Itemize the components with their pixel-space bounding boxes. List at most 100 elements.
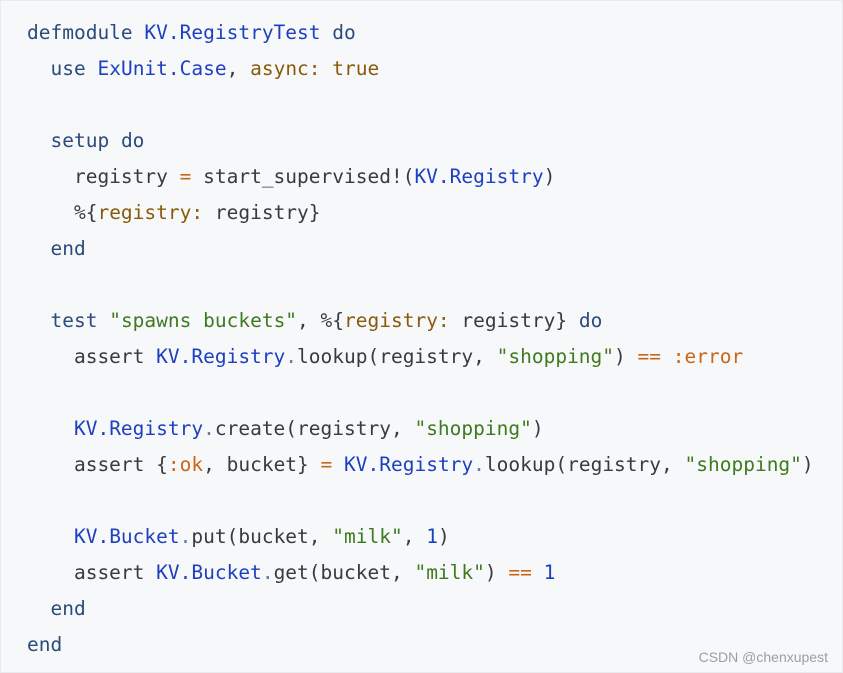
code-line (27, 483, 842, 519)
code-token: = (320, 453, 333, 476)
code-token: == (508, 561, 532, 584)
code-line: %{registry: registry} (27, 195, 842, 231)
code-token: KV.Bucket (156, 561, 262, 584)
code-line (27, 87, 842, 123)
code-token (27, 237, 50, 260)
code-token: create(registry, (214, 417, 415, 440)
code-token: ExUnit.Case (97, 57, 227, 80)
code-token: ) (614, 345, 638, 368)
code-token: %{ (27, 201, 98, 224)
code-token: "milk" (332, 525, 403, 548)
code-token (321, 57, 333, 80)
code-token: "milk" (414, 561, 485, 584)
code-token: assert (27, 345, 157, 368)
code-token: assert { (27, 453, 168, 476)
code-token (27, 57, 50, 80)
code-token: KV.Bucket (73, 525, 180, 548)
code-token: . (261, 561, 274, 584)
code-token: lookup(registry, (484, 453, 685, 476)
code-line: assert KV.Bucket.get(bucket, "milk") == … (27, 555, 842, 591)
code-token (661, 345, 673, 368)
code-token: ) (484, 561, 509, 584)
code-token: registry: (344, 309, 450, 332)
code-token: ) (437, 525, 450, 548)
code-token: test (50, 309, 98, 332)
code-token: . (285, 345, 298, 368)
code-token: . (473, 453, 485, 476)
code-token: ) (801, 453, 814, 476)
code-token: "spawns buckets" (109, 309, 298, 332)
code-token: "shopping" (496, 345, 615, 368)
code-token (27, 129, 50, 152)
code-token: 1 (543, 561, 556, 584)
code-line: setup do (27, 123, 842, 159)
code-line: defmodule KV.RegistryTest do (27, 15, 842, 51)
code-token: "shopping" (414, 417, 532, 440)
code-token: == (637, 345, 661, 368)
code-token (27, 417, 74, 440)
code-line: registry = start_supervised!(KV.Registry… (27, 159, 842, 195)
code-token: , bucket} (203, 453, 321, 476)
code-token: :ok (167, 453, 204, 476)
code-token (86, 57, 98, 80)
code-token (109, 129, 121, 152)
code-token: end (50, 597, 86, 620)
code-token: KV.Registry (344, 453, 474, 476)
code-token: do (578, 309, 603, 332)
code-token: end (27, 633, 63, 656)
code-token: . (203, 417, 215, 440)
code-line: KV.Registry.create(registry, "shopping") (27, 411, 842, 447)
csdn-watermark: CSDN @chenxupest (698, 649, 828, 665)
code-line: end (27, 231, 842, 267)
code-token (532, 561, 544, 584)
code-token (27, 525, 74, 548)
code-line: test "spawns buckets", %{registry: regis… (27, 303, 842, 339)
code-token: KV.Registry (73, 417, 204, 440)
code-token: :error (672, 345, 744, 368)
code-token: true (332, 57, 380, 80)
code-token: defmodule (27, 21, 133, 44)
code-token: . (179, 525, 192, 548)
code-token (133, 21, 145, 44)
code-token: end (50, 237, 86, 260)
code-token: KV.Registry (414, 165, 544, 188)
code-token: get(bucket, (273, 561, 415, 584)
code-line: use ExUnit.Case, async: true (27, 51, 842, 87)
code-token: = (179, 165, 192, 188)
code-token (332, 453, 344, 476)
code-token: registry} (449, 309, 579, 332)
code-token: put(bucket, (191, 525, 333, 548)
code-token: , (226, 57, 251, 80)
code-token: registry} (203, 201, 321, 224)
code-token: registry (27, 165, 180, 188)
code-token: use (50, 57, 86, 80)
code-line (27, 267, 842, 303)
code-line: end (27, 627, 842, 663)
code-token (27, 309, 50, 332)
code-token: ) (543, 165, 556, 188)
code-token: do (120, 129, 145, 152)
code-token: , %{ (297, 309, 345, 332)
code-token: setup (50, 129, 110, 152)
code-line: assert KV.Registry.lookup(registry, "sho… (27, 339, 842, 375)
code-token: 1 (426, 525, 438, 548)
code-token: lookup(registry, (297, 345, 497, 368)
code-token: KV.RegistryTest (144, 21, 321, 44)
code-token (27, 597, 50, 620)
code-token: KV.Registry (156, 345, 286, 368)
code-token: "shopping" (684, 453, 802, 476)
code-line: KV.Bucket.put(bucket, "milk", 1) (27, 519, 842, 555)
code-token: registry: (97, 201, 204, 224)
code-token: assert (27, 561, 157, 584)
code-token: , (402, 525, 427, 548)
code-token: do (332, 21, 356, 44)
code-line: assert {:ok, bucket} = KV.Registry.looku… (27, 447, 842, 483)
code-token: async: (250, 57, 321, 80)
code-line (27, 375, 842, 411)
code-token: ) (531, 417, 544, 440)
code-line: end (27, 591, 842, 627)
code-token: start_supervised!( (191, 165, 415, 188)
code-token (97, 309, 109, 332)
code-token (321, 21, 333, 44)
